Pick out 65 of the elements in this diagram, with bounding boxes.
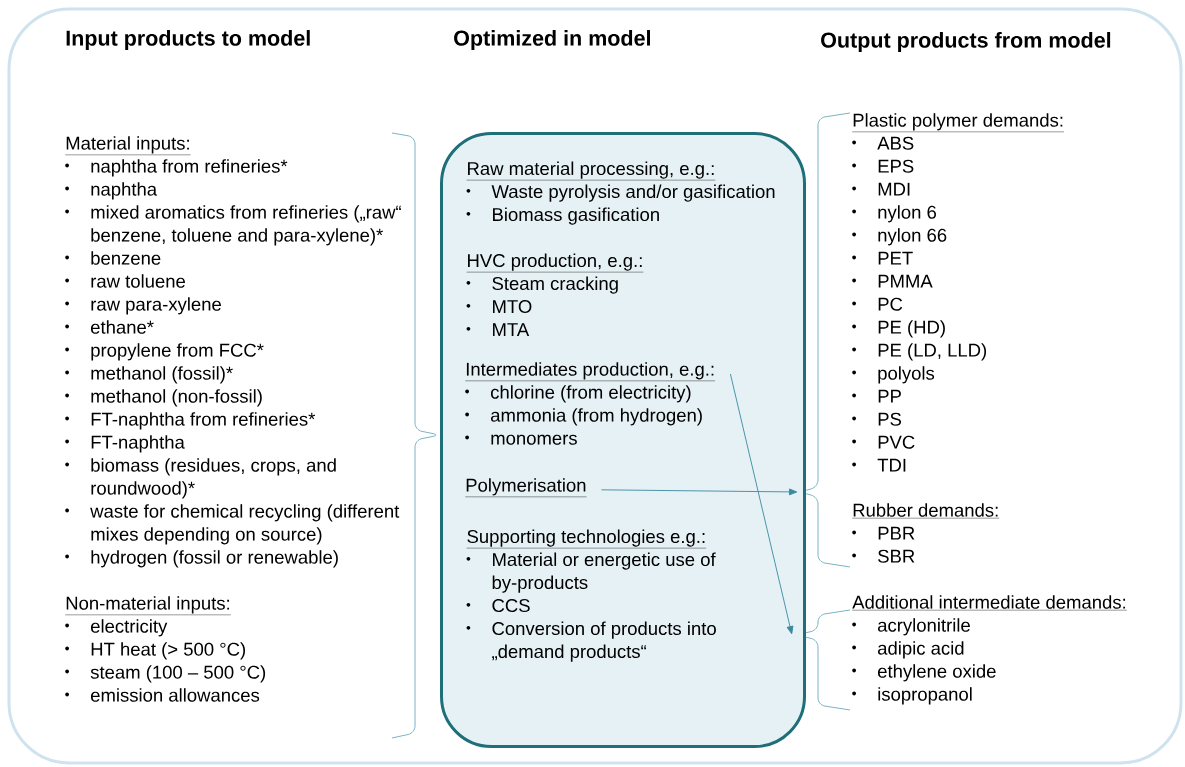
list-item: naphtha from refineries* — [65, 159, 288, 177]
list-item: HT heat (> 500 °C) — [65, 642, 245, 660]
list-item: electricity — [65, 619, 168, 637]
section-heading: Intermediates production, e.g.: — [465, 362, 716, 382]
list-item: benzene — [65, 251, 161, 265]
list-item: SBR — [852, 549, 915, 563]
section-heading: Polymerisation — [465, 478, 587, 498]
list-item: Material or energetic use of by-products — [466, 552, 716, 593]
arrow — [729, 373, 794, 635]
list-item: monomers — [465, 434, 577, 445]
list-item: waste for chemical recycling (different mixes depending on source) — [65, 504, 400, 545]
column-heading: Input products to model — [66, 30, 310, 50]
section-heading: Plastic polymer demands: — [852, 113, 1065, 133]
list-item: acrylonitrile — [852, 618, 970, 636]
list-item: hydrogen (fossil or renewable) — [65, 550, 338, 568]
list-item: raw toluene — [65, 274, 185, 288]
list-item: PBR — [852, 526, 915, 540]
section-heading: Additional intermediate demands: — [852, 595, 1127, 611]
list-item: polyols — [852, 366, 935, 384]
column-heading: Optimized in model — [454, 30, 650, 50]
list-item: Biomass gasification — [466, 207, 659, 225]
list-item: methanol (non-fossil) — [65, 389, 262, 407]
section-heading: HVC production, e.g.: — [466, 253, 644, 273]
list-item: FT-naphtha from refineries* — [65, 412, 316, 430]
list-item: ethane* — [65, 320, 154, 334]
list-item: methanol (fossil)* — [65, 366, 233, 384]
list-item: steam (100 – 500 °C) — [65, 665, 266, 683]
list-item: PET — [852, 251, 913, 265]
list-item: TDI — [852, 458, 906, 472]
section-heading: Raw material processing, e.g.: — [466, 161, 716, 181]
list-item: ammonia (from hydrogen) — [465, 408, 702, 426]
list-item: EPS — [852, 159, 914, 173]
list-item: FT-naphtha — [65, 435, 185, 453]
list-item: ABS — [852, 136, 914, 150]
list-item: PE (LD, LLD) — [852, 343, 987, 361]
list-item: nylon 6 — [852, 205, 936, 223]
list-item: isopropanol — [852, 687, 972, 705]
list-item: PMMA — [852, 274, 933, 288]
list-item: PP — [852, 389, 901, 403]
list-item: PC — [852, 297, 903, 311]
list-item: Steam cracking — [466, 276, 618, 294]
section-heading: Rubber demands: — [852, 503, 1000, 519]
model-box — [440, 132, 806, 748]
list-item: Conversion of products into „demand products“ — [466, 621, 716, 662]
list-item: naphtha — [65, 182, 158, 200]
section-heading: Material inputs: — [65, 136, 191, 156]
list-item: MDI — [852, 182, 910, 196]
list-item: PS — [852, 412, 902, 426]
arrow — [600, 488, 798, 496]
list-item: ethylene oxide — [852, 664, 996, 682]
list-item: raw para-xylene — [65, 297, 221, 315]
list-item: PVC — [852, 435, 915, 449]
list-item: CCS — [466, 598, 530, 613]
list-item: nylon 66 — [852, 228, 947, 246]
list-item: PE (HD) — [852, 320, 945, 338]
list-item: propylene from FCC* — [65, 343, 264, 361]
list-item: adipic acid — [852, 641, 964, 659]
list-item: emission allowances — [65, 688, 260, 702]
list-item: chlorine (from electricity) — [465, 385, 691, 403]
list-item: MTO — [466, 300, 532, 314]
section-heading: Supporting technologies e.g.: — [466, 529, 707, 549]
list-item: MTA — [466, 323, 530, 336]
list-item: Waste pyrolysis and/or gasification — [466, 184, 775, 202]
section-heading: Non-material inputs: — [65, 596, 231, 616]
column-heading: Output products from model — [821, 32, 1111, 52]
